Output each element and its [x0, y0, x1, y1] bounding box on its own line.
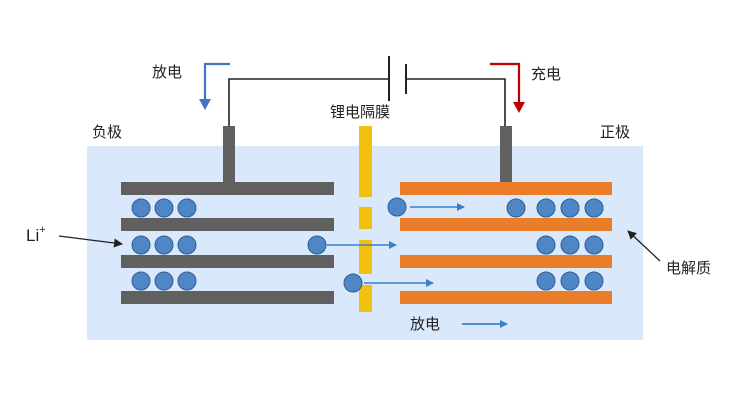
external-circuit — [228, 78, 506, 126]
cathode-layer — [400, 218, 612, 231]
li-ion — [131, 198, 151, 218]
charge-arrow-top — [490, 62, 521, 103]
li-ion — [560, 235, 580, 255]
li-ion — [177, 198, 197, 218]
electrolyte-label: 电解质 — [666, 259, 711, 277]
li-ion-charge: + — [39, 224, 45, 236]
li-ion — [343, 273, 363, 293]
anode-layer — [121, 182, 334, 195]
li-ion — [584, 235, 604, 255]
li-ion — [177, 235, 197, 255]
li-ion-label: Li+ — [26, 224, 46, 245]
li-ion — [154, 235, 174, 255]
li-ion-pointer-arrow — [58, 235, 123, 248]
anode-layer — [121, 255, 334, 268]
li-ion — [536, 271, 556, 291]
discharge-label-top: 放电 — [152, 63, 182, 81]
anode-layer — [121, 218, 334, 231]
li-ion — [506, 198, 526, 218]
ion-flow-arrows — [327, 203, 465, 287]
charge-label-top: 充电 — [531, 65, 561, 83]
li-ion — [387, 197, 407, 217]
negative-electrode-label: 负极 — [92, 123, 122, 141]
li-ion — [131, 271, 151, 291]
li-ion — [560, 198, 580, 218]
lithium-ions — [131, 197, 604, 293]
electrolyte-pointer-arrow — [627, 230, 661, 262]
li-ion — [154, 271, 174, 291]
li-ion — [177, 271, 197, 291]
cathode-layer — [400, 291, 612, 304]
separator-segment — [359, 285, 372, 312]
positive-terminal — [500, 126, 512, 183]
li-ion — [560, 271, 580, 291]
cathode-layer — [400, 182, 612, 195]
discharge-label-bottom: 放电 — [410, 315, 440, 333]
cathode-layers — [400, 182, 612, 304]
li-ion — [584, 271, 604, 291]
discharge-arrow-top — [203, 62, 230, 100]
li-ion — [131, 235, 151, 255]
anode-layers — [121, 182, 334, 304]
positive-electrode-label: 正极 — [600, 123, 630, 141]
li-ion-symbol: Li — [26, 226, 39, 245]
li-ion — [307, 235, 327, 255]
li-ion — [584, 198, 604, 218]
li-ion — [536, 198, 556, 218]
negative-terminal — [223, 126, 235, 183]
anode-layer — [121, 291, 334, 304]
separator-segment — [359, 207, 372, 229]
li-ion — [154, 198, 174, 218]
separator-segment — [359, 126, 372, 197]
separator — [359, 126, 372, 312]
li-ion — [536, 235, 556, 255]
cathode-layer — [400, 255, 612, 268]
separator-label: 锂电隔膜 — [330, 103, 390, 121]
separator-segment — [359, 240, 372, 274]
